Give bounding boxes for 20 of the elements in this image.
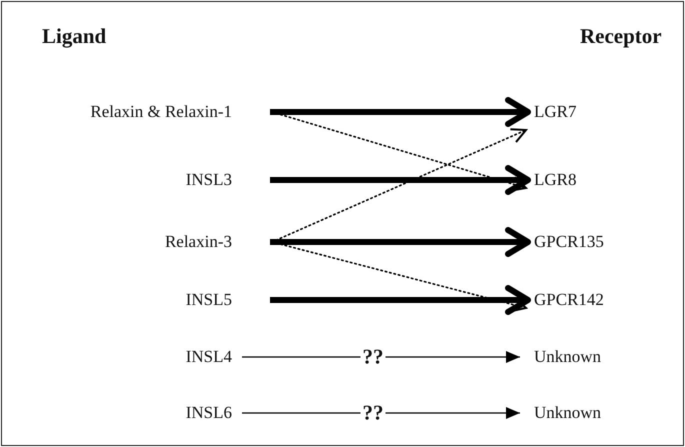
- ligand-name: INSL4: [186, 347, 232, 367]
- column-header: Ligand: [42, 24, 106, 49]
- arrow: [270, 97, 531, 127]
- arrow: [242, 351, 520, 363]
- ligand-name: INSL6: [186, 403, 232, 423]
- arrow: [242, 407, 520, 419]
- receptor-name: Unknown: [534, 403, 602, 423]
- receptor-name: GPCR142: [534, 290, 604, 310]
- ligand-name: INSL5: [186, 290, 232, 310]
- arrow: [270, 285, 531, 315]
- ligand-name: INSL3: [186, 170, 232, 190]
- ligand-name: Relaxin-3: [164, 232, 232, 252]
- receptor-name: GPCR135: [534, 232, 604, 252]
- receptor-name: LGR8: [534, 170, 576, 190]
- arrow: [270, 227, 531, 257]
- receptor-name: LGR7: [534, 102, 576, 122]
- column-header: Receptor: [580, 24, 662, 49]
- ligand-name: Relaxin & Relaxin-1: [90, 102, 232, 122]
- receptor-name: Unknown: [534, 347, 602, 367]
- arrow: [270, 165, 531, 195]
